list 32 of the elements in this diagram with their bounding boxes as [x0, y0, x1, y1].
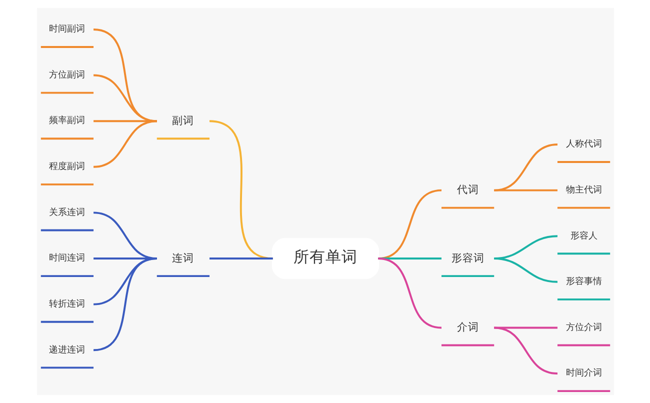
node-text: 时间副词 — [48, 24, 85, 35]
node-text: 时间连词 — [48, 254, 85, 264]
node-text: 人称代词 — [565, 140, 602, 150]
connector — [92, 258, 157, 352]
node-text: 连词 — [172, 251, 194, 264]
node-text: 形容人 — [570, 231, 597, 242]
connector — [494, 258, 558, 283]
node-text: 副词 — [172, 114, 194, 127]
connector — [208, 120, 273, 260]
connector — [494, 189, 557, 192]
node-text: 形容词 — [450, 251, 484, 264]
connector — [209, 258, 272, 260]
node-text: 代词 — [456, 183, 478, 196]
connector — [92, 120, 156, 168]
connector — [92, 74, 156, 122]
node-text: 方位介词 — [565, 322, 602, 333]
node-text: 时间介词 — [565, 368, 602, 379]
node-text: 频率副词 — [48, 116, 85, 126]
node-text: 形容事情 — [565, 277, 602, 288]
connector — [93, 120, 156, 122]
node-text: 介词 — [456, 320, 478, 334]
connector — [494, 144, 558, 192]
node-text: 转折连词 — [48, 299, 85, 310]
node-box: 所有单词 — [271, 238, 379, 279]
node-text: 递进连词 — [48, 345, 85, 356]
node-text: 关系连词 — [48, 208, 85, 218]
connector — [494, 326, 558, 374]
node-text: 物主代词 — [565, 185, 602, 196]
connector — [494, 326, 557, 329]
connector — [377, 258, 442, 329]
node-text: 程度副词 — [48, 162, 85, 172]
node-text: 方位副词 — [48, 70, 85, 80]
